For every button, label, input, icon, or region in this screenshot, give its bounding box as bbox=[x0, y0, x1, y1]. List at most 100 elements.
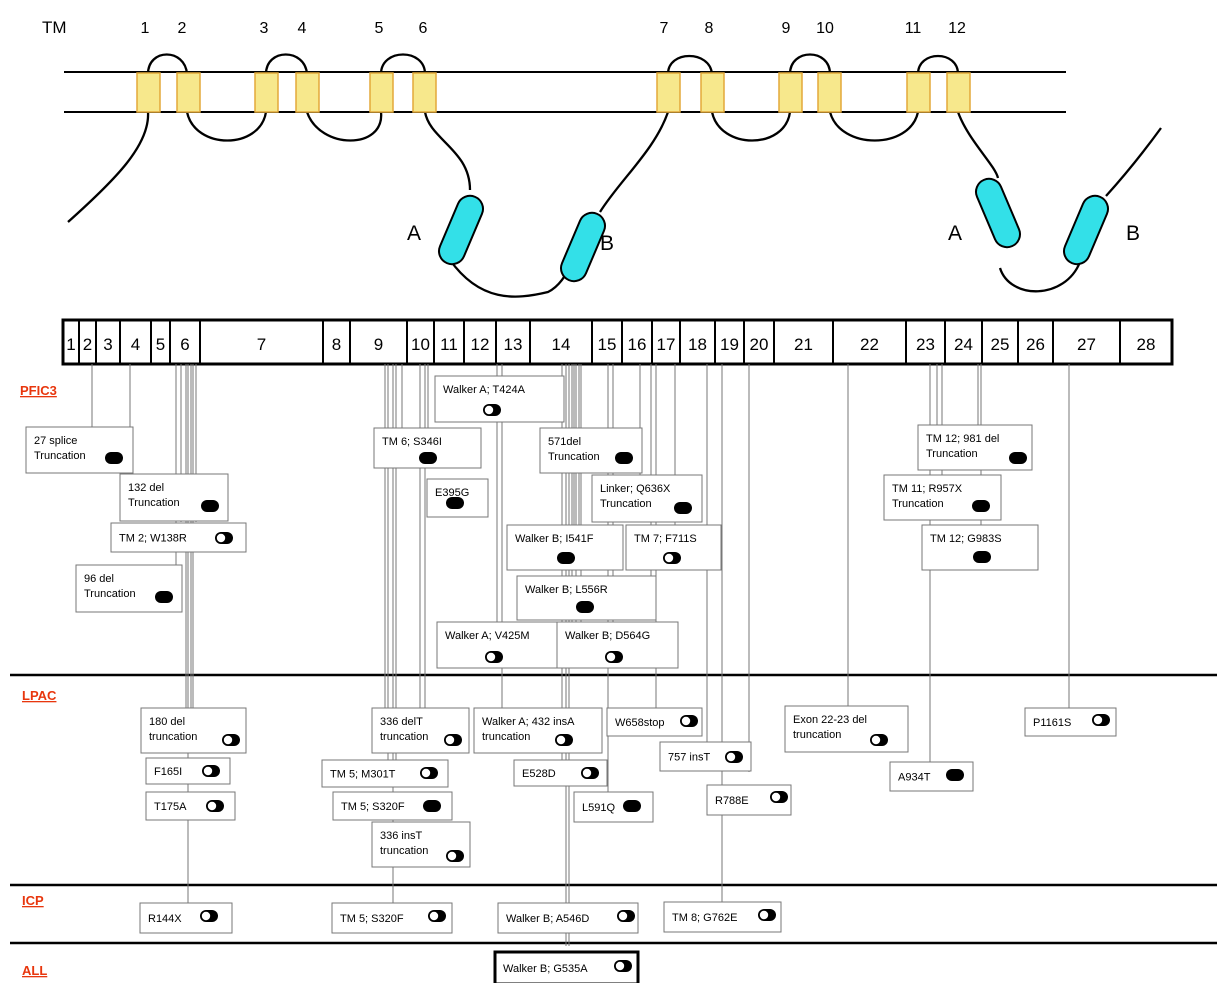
half-pill-icon bbox=[222, 734, 240, 746]
mutation-label-mE395G-0: E395G bbox=[435, 487, 469, 499]
pill-shape bbox=[446, 497, 464, 509]
mutation-box-mS320F_lpac: TM 5; S320F bbox=[332, 791, 453, 821]
pill-hole bbox=[771, 792, 781, 802]
filled-pill-icon bbox=[419, 452, 437, 464]
mutation-label-mS320F_lpac-0: TM 5; S320F bbox=[341, 801, 405, 813]
mutation-label-mA934T-0: A934T bbox=[898, 772, 931, 784]
mutation-label-mG983S-0: TM 12; G983S bbox=[930, 533, 1002, 545]
mutation-box-frame bbox=[921, 524, 1039, 571]
mutation-label-m27splice-1: Truncation bbox=[34, 450, 86, 462]
mutation-box-frame bbox=[539, 427, 643, 474]
mutation-label-mS346I-0: TM 6; S346I bbox=[382, 436, 442, 448]
mutation-label-mExon22-0: Exon 22-23 del bbox=[793, 714, 867, 726]
exon-label-6: 6 bbox=[180, 335, 189, 354]
exon-label-13: 13 bbox=[504, 335, 523, 354]
exon-label-28: 28 bbox=[1137, 335, 1156, 354]
tm-number-4: 4 bbox=[298, 20, 307, 37]
mutation-label-mQ636X-1: Truncation bbox=[600, 498, 652, 510]
mutation-box-mT175A: T175A bbox=[145, 791, 236, 821]
filled-pill-icon bbox=[105, 452, 123, 464]
mutation-box-mA934T: A934T bbox=[889, 761, 974, 792]
exon-label-18: 18 bbox=[688, 335, 707, 354]
mutation-label-mF711S-0: TM 7; F711S bbox=[634, 533, 697, 545]
mutation-label-m180del-0: 180 del bbox=[149, 716, 185, 728]
mutation-box-frame bbox=[883, 474, 1002, 521]
exon-bar-frame bbox=[61, 318, 1174, 366]
filled-pill-icon bbox=[423, 800, 441, 812]
mutation-label-mS320F_icp-0: TM 5; S320F bbox=[340, 913, 404, 925]
walker-domains bbox=[438, 177, 1109, 283]
mutation-label-mW138R-0: TM 2; W138R bbox=[119, 533, 187, 545]
mutation-label-mI541F-0: Walker B; I541F bbox=[515, 533, 594, 545]
mutation-label-mL556R-0: Walker B; L556R bbox=[525, 584, 608, 596]
tm-number-3: 3 bbox=[260, 20, 269, 37]
exon-label-25: 25 bbox=[991, 335, 1010, 354]
category-label-pfic3: PFIC3 bbox=[20, 383, 57, 398]
mutation-label-mT175A-0: T175A bbox=[154, 801, 187, 813]
category-label-lpac: LPAC bbox=[22, 688, 57, 703]
walker-domain-a-right bbox=[975, 177, 1021, 249]
mutation-label-m180del-1: truncation bbox=[149, 731, 197, 743]
category-label-all: ALL bbox=[22, 963, 47, 978]
pill-shape bbox=[674, 502, 692, 514]
half-pill-icon bbox=[581, 767, 599, 779]
mutation-box-frame bbox=[497, 902, 639, 934]
tm-segments bbox=[136, 72, 971, 113]
pill-hole bbox=[1093, 715, 1103, 725]
half-pill-icon bbox=[555, 734, 573, 746]
pill-hole bbox=[681, 716, 691, 726]
pill-shape bbox=[973, 551, 991, 563]
mutation-box-mL556R: Walker B; L556R bbox=[516, 575, 657, 621]
mutation-label-mD564G-0: Walker B; D564G bbox=[565, 630, 650, 642]
walker-domain-b-right bbox=[1063, 194, 1109, 266]
pill-hole bbox=[445, 735, 455, 745]
pill-shape bbox=[155, 591, 173, 603]
mutation-box-mR144X: R144X bbox=[139, 902, 233, 934]
pill-hole bbox=[615, 961, 625, 971]
tm-number-1: 1 bbox=[141, 20, 150, 37]
mutation-box-mD564G: Walker B; D564G bbox=[556, 621, 679, 669]
mutation-box-mM301T: TM 5; M301T bbox=[321, 759, 449, 788]
filled-pill-icon bbox=[674, 502, 692, 514]
half-pill-icon bbox=[446, 850, 464, 862]
mutation-label-m96del-0: 96 del bbox=[84, 573, 114, 585]
half-pill-icon bbox=[725, 751, 743, 763]
mutation-box-frame bbox=[75, 564, 183, 613]
mutation-box-mG535A: Walker B; G535A bbox=[493, 950, 640, 983]
pill-hole bbox=[726, 752, 736, 762]
mutation-label-m336insT-1: truncation bbox=[380, 845, 428, 857]
filled-pill-icon bbox=[615, 452, 633, 464]
exon-label-16: 16 bbox=[628, 335, 647, 354]
pill-shape bbox=[419, 452, 437, 464]
exon-label-11: 11 bbox=[440, 335, 458, 354]
pill-shape bbox=[972, 500, 990, 512]
mutation-label-mR957X-1: Truncation bbox=[892, 498, 944, 510]
mutation-box-mR788E: R788E bbox=[706, 784, 792, 816]
tm-segment-4 bbox=[295, 72, 320, 113]
mutation-box-frame bbox=[917, 424, 1033, 471]
half-pill-icon bbox=[605, 651, 623, 663]
mutation-label-mA546D-0: Walker B; A546D bbox=[506, 913, 589, 925]
tm-number-11: 11 bbox=[905, 20, 922, 37]
exon-label-12: 12 bbox=[471, 335, 490, 354]
pill-hole bbox=[486, 652, 496, 662]
half-pill-icon bbox=[870, 734, 888, 746]
mutation-label-m981del-0: TM 12; 981 del bbox=[926, 433, 999, 445]
pill-hole bbox=[618, 911, 628, 921]
tm-segment-12 bbox=[946, 72, 971, 113]
mutation-label-mT424A-0: Walker A; T424A bbox=[443, 384, 526, 396]
tm-number-6: 6 bbox=[419, 20, 428, 37]
tm-segment-5 bbox=[369, 72, 394, 113]
mutation-box-mI541F: Walker B; I541F bbox=[506, 524, 624, 571]
pill-shape bbox=[423, 800, 441, 812]
exon-label-1: 1 bbox=[66, 335, 75, 354]
mutation-box-frame bbox=[493, 950, 640, 983]
domain-label-a-right: A bbox=[948, 222, 962, 245]
pill-shape bbox=[623, 800, 641, 812]
exon-label-26: 26 bbox=[1026, 335, 1045, 354]
exon-label-7: 7 bbox=[257, 335, 266, 354]
